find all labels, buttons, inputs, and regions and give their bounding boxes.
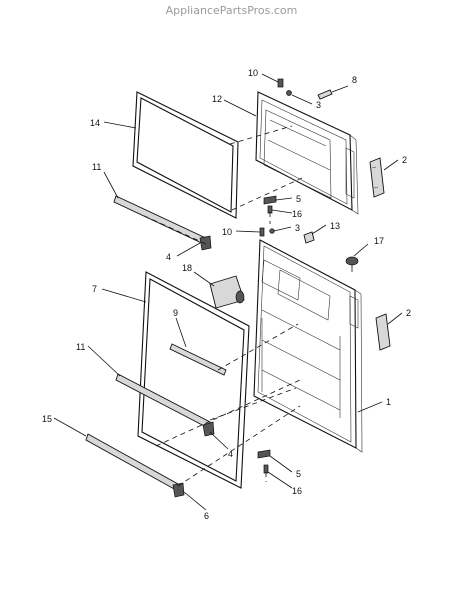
callout-4-lower: 4 — [228, 449, 233, 459]
hinge-pin-10-top — [277, 78, 284, 88]
callout-13: 13 — [330, 221, 340, 231]
callout-7: 7 — [92, 284, 97, 294]
callout-17: 17 — [374, 236, 384, 246]
callout-9: 9 — [173, 308, 178, 318]
shelf-9 — [169, 343, 227, 376]
freezer-shelf-11 — [113, 195, 211, 247]
callout-14: 14 — [90, 118, 100, 128]
callout-8: 8 — [352, 75, 357, 85]
hinge-5-bottom — [257, 449, 271, 474]
stop-4-lower — [202, 421, 215, 437]
assembly-lines — [139, 125, 303, 487]
hinge-5-middle — [263, 195, 277, 214]
callout-12: 12 — [212, 94, 222, 104]
callout-6: 6 — [204, 511, 209, 521]
handle-2-top — [369, 157, 385, 198]
callout-2-lower: 2 — [406, 308, 411, 318]
callouts: 10 8 12 3 14 2 11 5 16 13 10 3 4 17 18 7… — [42, 68, 411, 521]
fresh-food-gasket-7 — [137, 271, 250, 489]
callout-15: 15 — [42, 414, 52, 424]
screw-3-top — [286, 90, 292, 96]
stop-6 — [172, 482, 185, 498]
callout-10-middle: 10 — [222, 227, 232, 237]
callout-3-middle: 3 — [295, 223, 300, 233]
watermark: AppliancePartsPros.com — [165, 4, 298, 17]
freezer-door-12 — [255, 91, 359, 215]
shim-13 — [303, 231, 315, 244]
shelf-11-lower — [115, 373, 211, 429]
callout-18: 18 — [182, 263, 192, 273]
hinge-pin-10-middle — [259, 227, 265, 237]
leader-lines — [53, 73, 403, 511]
callout-5-bottom: 5 — [296, 469, 301, 479]
callout-16-bottom: 16 — [292, 486, 302, 496]
stop-4-top — [199, 235, 212, 251]
callout-11-lower: 11 — [76, 342, 85, 352]
freezer-gasket-14 — [132, 91, 239, 219]
callout-3-top: 3 — [316, 100, 321, 110]
butter-door-18 — [209, 275, 245, 309]
shelf-15 — [85, 433, 179, 491]
callout-11-top: 11 — [92, 162, 101, 172]
callout-2-top: 2 — [402, 155, 407, 165]
fresh-food-door-1 — [253, 239, 363, 453]
callout-1: 1 — [386, 397, 391, 407]
callout-4-top: 4 — [166, 252, 171, 262]
callout-5-middle: 5 — [296, 194, 301, 204]
callout-10-top: 10 — [248, 68, 258, 78]
hinge-cover-8 — [317, 89, 333, 100]
callout-16-middle: 16 — [292, 209, 302, 219]
screw-3-middle — [269, 228, 275, 234]
hinge-cap-17 — [345, 256, 359, 272]
handle-2-lower — [375, 313, 391, 351]
